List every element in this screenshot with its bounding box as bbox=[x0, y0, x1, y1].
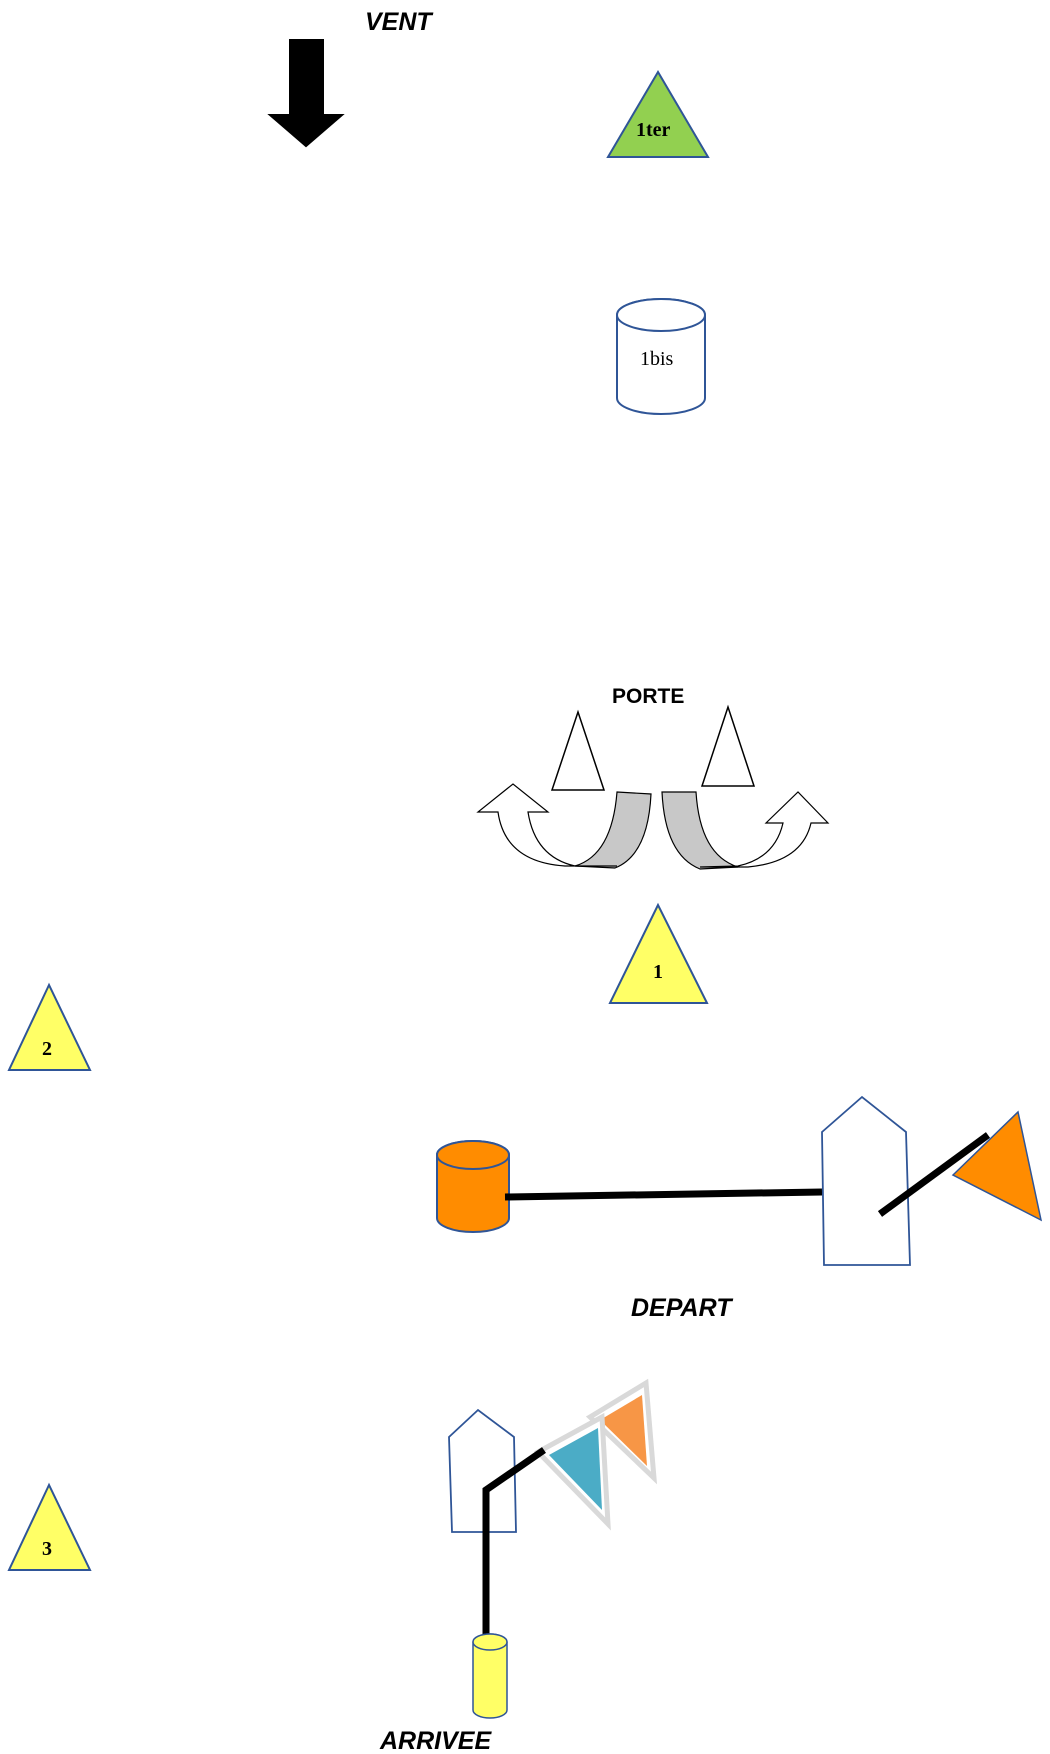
finish-label: ARRIVEE bbox=[379, 1727, 492, 1754]
mark-1ter-label: 1ter bbox=[636, 119, 671, 141]
gate-right-triangle-icon bbox=[700, 704, 756, 787]
gate-left-curved-arrow-icon bbox=[476, 783, 617, 867]
cylinder-top bbox=[472, 1633, 508, 1651]
mark-1-label: 1 bbox=[653, 961, 663, 983]
mark-3-label: 3 bbox=[42, 1538, 52, 1560]
start-label: DEPART bbox=[631, 1294, 734, 1322]
committee-boat-icon bbox=[821, 1095, 911, 1266]
wind-label: VENT bbox=[365, 8, 434, 36]
orange-flag-icon bbox=[951, 1110, 1043, 1222]
finish-line-area: ARRIVEE bbox=[379, 1378, 658, 1754]
yellow-triangle-buoy-icon bbox=[7, 982, 92, 1071]
yellow-triangle-buoy-icon bbox=[608, 902, 709, 1004]
flagpole bbox=[877, 1132, 991, 1217]
cylinder-top bbox=[436, 1140, 510, 1170]
wind-arrow-icon bbox=[267, 39, 345, 148]
gate-left-curved-arrow-shadow bbox=[574, 791, 652, 869]
mark-2: 2 bbox=[7, 982, 92, 1071]
mark-3: 3 bbox=[7, 1482, 92, 1571]
green-triangle-buoy-icon bbox=[606, 70, 710, 158]
gate-label: PORTE bbox=[612, 685, 684, 708]
start-line-area: DEPART bbox=[436, 1095, 1043, 1322]
cylinder-top bbox=[616, 298, 706, 332]
yellow-triangle-buoy-icon bbox=[7, 1482, 92, 1571]
mark-1: 1 bbox=[608, 902, 709, 1004]
finish-line bbox=[482, 1447, 546, 1640]
finish-boat-icon bbox=[448, 1408, 517, 1533]
mark-1bis-label: 1bis bbox=[640, 348, 674, 370]
mark-2-label: 2 bbox=[42, 1038, 52, 1060]
gate: PORTE bbox=[476, 685, 830, 870]
gate-left-triangle-icon bbox=[550, 709, 606, 791]
mark-1ter: 1ter bbox=[606, 70, 710, 158]
gate-right-curved-arrow-shadow bbox=[661, 791, 739, 870]
mark-1bis: 1bis bbox=[616, 298, 706, 415]
start-line bbox=[504, 1188, 823, 1201]
light-orange-flag-icon bbox=[600, 1395, 647, 1466]
gate-right-curved-arrow-icon bbox=[699, 791, 830, 868]
teal-flag-icon bbox=[549, 1428, 602, 1510]
